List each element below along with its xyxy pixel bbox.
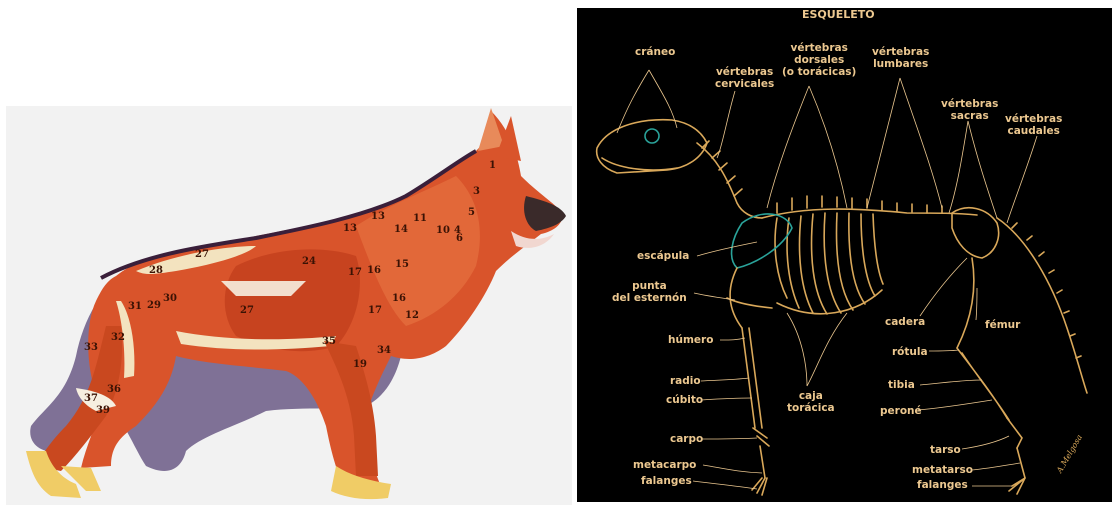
label-vertebras-caudales: vértebras caudales: [1005, 113, 1062, 137]
label-vertebras-sacras: vértebras sacras: [941, 98, 998, 122]
label-carpo: carpo: [670, 433, 703, 445]
muscle-number: 34: [377, 346, 391, 356]
muscle-number: 12: [405, 311, 419, 321]
muscle-dog-illustration: [6, 106, 572, 505]
label-punta-esternon: punta del esternón: [612, 280, 687, 304]
muscle-number: 17: [348, 268, 362, 278]
skull: [597, 120, 707, 173]
muscle-number: 5: [468, 208, 475, 218]
radius-ulna: [742, 328, 762, 428]
muscle-number: 10: [436, 226, 450, 236]
tarsus: [1007, 418, 1022, 448]
muscle-number: 13: [343, 224, 357, 234]
label-falanges-front: falanges: [641, 475, 692, 487]
dorsal-spine: [762, 209, 977, 218]
scapula: [732, 214, 792, 268]
carpus: [753, 428, 769, 446]
label-cadera: cadera: [885, 316, 925, 328]
ribs-tendon: [221, 281, 306, 296]
muscle-number: 16: [392, 294, 406, 304]
muscle-number: 6: [456, 234, 463, 244]
muscle-number: 1: [489, 161, 496, 171]
label-craneo: cráneo: [635, 46, 675, 58]
muscle-number: 32: [111, 333, 125, 343]
front-phalanges: [752, 478, 767, 495]
muscle-number: 39: [96, 406, 110, 416]
muscle-number: 27: [195, 250, 209, 260]
jaw: [602, 158, 677, 170]
label-humero: húmero: [668, 334, 713, 346]
label-vertebras-lumbares: vértebras lumbares: [872, 46, 929, 70]
tail: [997, 218, 1087, 393]
muscle-number: 13: [371, 212, 385, 222]
muscle-number: 28: [149, 266, 163, 276]
tibia-fibula: [957, 348, 1009, 420]
skeleton-title: ESQUELETO: [802, 9, 875, 21]
muscle-number: 37: [84, 394, 98, 404]
label-radio: radio: [670, 375, 701, 387]
muscle-number: 31: [128, 302, 142, 312]
label-metacarpo: metacarpo: [633, 459, 696, 471]
label-rotula: rótula: [892, 346, 928, 358]
label-tibia: tibia: [888, 379, 915, 391]
muscle-shading: [225, 249, 360, 351]
label-vertebras-cervicales: vértebras cervicales: [715, 66, 774, 90]
muscle-number: 27: [240, 306, 254, 316]
muscle-number: 35: [322, 337, 336, 347]
muscle-number: 36: [107, 385, 121, 395]
label-tarso: tarso: [930, 444, 961, 456]
label-cubito: cúbito: [666, 394, 703, 406]
skeleton-diagram: ESQUELETO cráneo vértebras cervicales vé…: [577, 8, 1112, 502]
muscle-number: 11: [413, 214, 427, 224]
muscle-number: 19: [353, 360, 367, 370]
muscle-number: 29: [147, 301, 161, 311]
label-vertebras-dorsales: vértebras dorsales (o torácicas): [782, 42, 856, 78]
muscle-number: 14: [394, 225, 408, 235]
label-falanges-back: falanges: [917, 479, 968, 491]
eye-socket: [645, 129, 659, 143]
label-caja-toracica: caja torácica: [787, 390, 835, 414]
femur: [957, 258, 974, 348]
muscle-number: 30: [163, 294, 177, 304]
muscle-number: 15: [395, 260, 409, 270]
label-femur: fémur: [985, 319, 1020, 331]
label-escapula: escápula: [637, 250, 689, 262]
muscle-number: 3: [473, 187, 480, 197]
humerus: [730, 268, 742, 328]
label-perone: peroné: [880, 405, 922, 417]
muscle-diagram: 1 3 5 4 6 10 11 13 13 14 15 16 17 16 17 …: [6, 106, 572, 505]
label-metatarso: metatarso: [912, 464, 973, 476]
muscle-number: 24: [302, 257, 316, 267]
muscle-number: 33: [84, 343, 98, 353]
muscle-number: 16: [367, 266, 381, 276]
muscle-number: 17: [368, 306, 382, 316]
